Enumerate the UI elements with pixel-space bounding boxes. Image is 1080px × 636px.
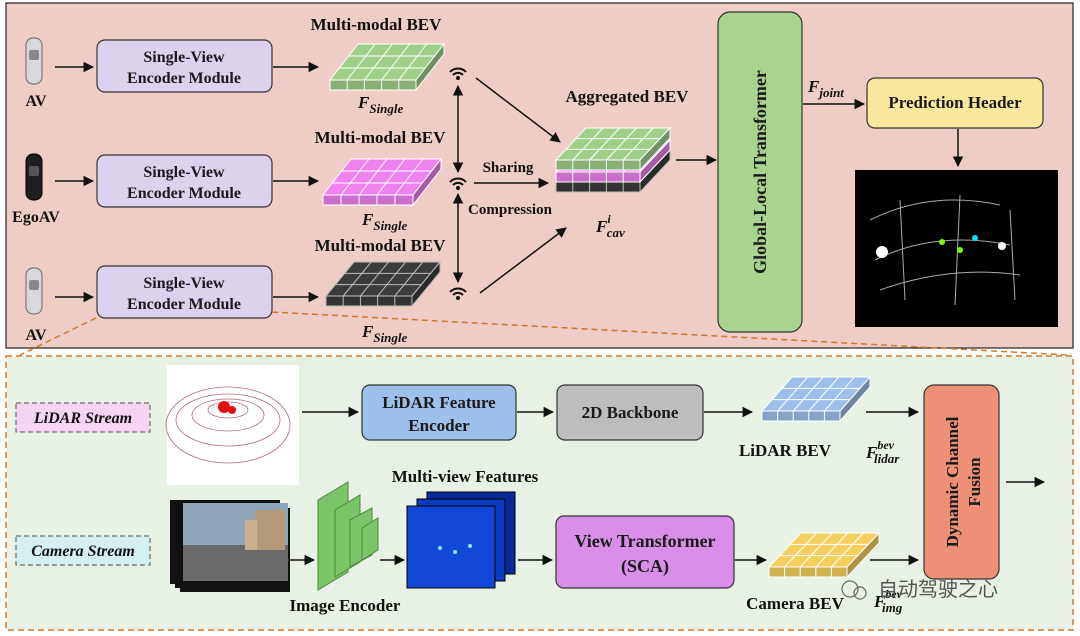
- bev-grid-green: [328, 42, 446, 92]
- svg-text:Single-View: Single-View: [143, 275, 225, 292]
- svg-text:Encoder Module: Encoder Module: [127, 296, 241, 313]
- wifi-icon: [449, 67, 467, 80]
- bev-title-1: Multi-modal BEV: [311, 15, 443, 34]
- svg-text:Single-View: Single-View: [143, 164, 225, 181]
- f-single-label-2: FSingle: [361, 210, 408, 233]
- lidar-feature-encoder: LiDAR Feature Encoder: [361, 384, 517, 441]
- svg-text:Camera Stream: Camera Stream: [31, 543, 135, 560]
- camera-image-stack: [170, 500, 290, 592]
- bev-title-2: Multi-modal BEV: [315, 128, 447, 147]
- svg-text:Dynamic Channel: Dynamic Channel: [943, 416, 962, 547]
- lidar-bev-label: LiDAR BEV: [739, 441, 832, 460]
- camera-bev-label: Camera BEV: [746, 594, 844, 613]
- wifi-icon: [449, 287, 467, 300]
- wifi-icon: [449, 177, 467, 190]
- 2d-backbone: 2D Backbone: [556, 384, 704, 441]
- camera-bev-grid: [767, 531, 881, 579]
- aggregated-bev-title: Aggregated BEV: [566, 87, 690, 106]
- prediction-output-image: [855, 170, 1058, 327]
- f-single-label-3: FSingle: [361, 322, 408, 345]
- lidar-stream-label: LiDAR Stream: [15, 402, 151, 433]
- svg-text:View Transformer: View Transformer: [574, 531, 715, 551]
- image-encoder-slabs: [317, 481, 379, 591]
- bev-grid-pink: [321, 157, 443, 207]
- bev-grid-black: [324, 260, 442, 308]
- encoder-module-3: Single-View Encoder Module: [96, 265, 273, 319]
- multiview-features-title: Multi-view Features: [392, 467, 539, 486]
- global-local-transformer: Global-Local Transformer: [717, 11, 803, 333]
- encoder-module-1: Single-View Encoder Module: [96, 39, 273, 93]
- view-transformer: View Transformer (SCA): [555, 515, 735, 589]
- encoder-module-2: Single-View Encoder Module: [96, 154, 273, 208]
- svg-text:FSingle: FSingle: [357, 93, 404, 116]
- bev-title-3: Multi-modal BEV: [315, 236, 447, 255]
- multiview-feature-maps: [406, 491, 516, 589]
- svg-text:Single-View: Single-View: [143, 49, 225, 66]
- car-icon-av-2: [25, 267, 43, 315]
- svg-text:Fusion: Fusion: [965, 457, 984, 507]
- image-encoder-label: Image Encoder: [290, 596, 401, 615]
- agent-label-av-2: AV: [25, 327, 46, 344]
- svg-text:自动驾驶之心: 自动驾驶之心: [878, 577, 998, 601]
- lidar-bev-grid: [760, 375, 872, 423]
- svg-text:2D Backbone: 2D Backbone: [582, 403, 679, 422]
- agent-label-egoav: EgoAV: [12, 209, 60, 226]
- svg-text:Fjoint: Fjoint: [807, 77, 844, 100]
- svg-text:Encoder: Encoder: [408, 416, 470, 435]
- svg-text:Prediction Header: Prediction Header: [888, 93, 1022, 112]
- aggregated-bev-stack: [554, 126, 672, 194]
- f-joint-label: Fjoint: [807, 77, 844, 100]
- sharing-label: Sharing: [483, 160, 534, 176]
- dynamic-channel-fusion: Dynamic Channel Fusion: [923, 384, 1000, 580]
- compression-label: Compression: [468, 202, 553, 218]
- svg-text:Encoder Module: Encoder Module: [127, 185, 241, 202]
- f-single-label-1: FSingle: [357, 93, 404, 116]
- svg-text:FSingle: FSingle: [361, 210, 408, 233]
- camera-stream-label: Camera Stream: [15, 535, 151, 566]
- svg-text:Encoder Module: Encoder Module: [127, 70, 241, 87]
- svg-text:LiDAR Stream: LiDAR Stream: [33, 410, 132, 427]
- svg-text:FSingle: FSingle: [361, 322, 408, 345]
- prediction-header: Prediction Header: [866, 77, 1044, 129]
- watermark: 自动驾驶之心: [841, 577, 998, 601]
- car-icon-egoav: [25, 153, 43, 201]
- car-icon-av-1: [25, 37, 43, 85]
- svg-text:(SCA): (SCA): [621, 556, 669, 577]
- lidar-point-cloud-image: [165, 365, 299, 485]
- svg-text:Global-Local Transformer: Global-Local Transformer: [750, 70, 770, 274]
- agent-label-av-1: AV: [25, 93, 46, 110]
- svg-text:LiDAR Feature: LiDAR Feature: [382, 393, 496, 412]
